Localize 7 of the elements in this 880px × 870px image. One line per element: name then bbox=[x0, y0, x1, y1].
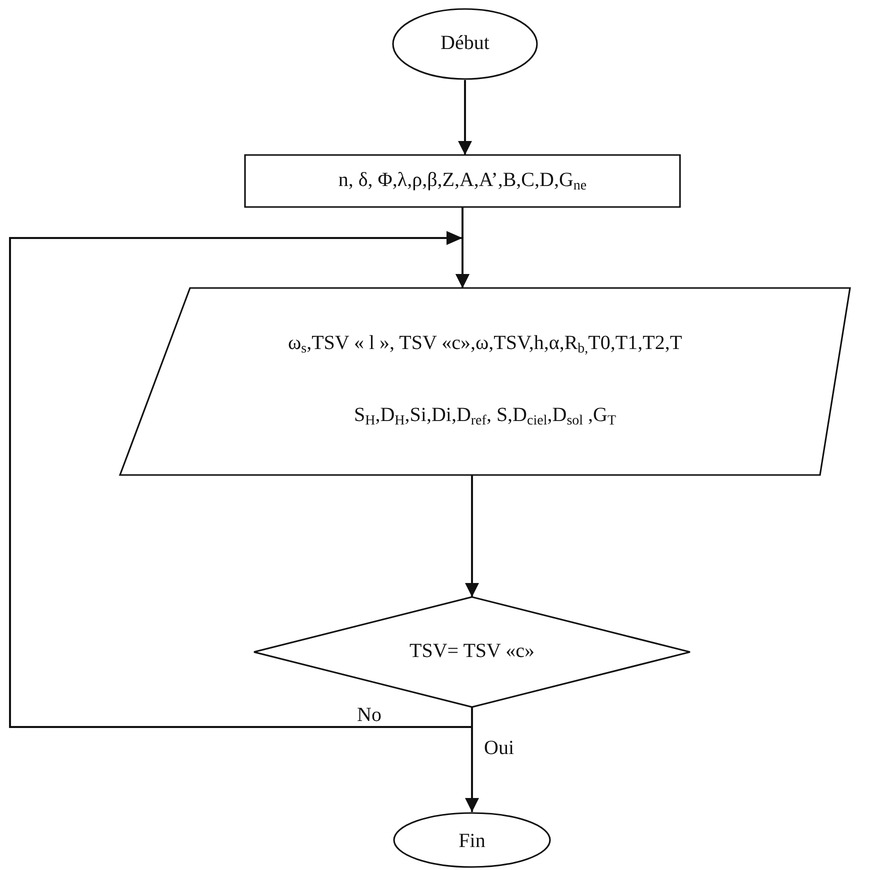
node-text: Début bbox=[440, 32, 490, 55]
node-text: S$_{H}$,D$_{H}$,Si,Di,D$_{ref}$, S,D$_{ciel}$,D$_{sol}$ ,G$_{T}$ bbox=[352, 404, 618, 430]
node-text: ω$_{s}$,TSV « l », TSV «c»,ω,TSV,h,α,R$_{b,}$T0,T1,T2,T bbox=[286, 332, 684, 358]
edge-label: Oui bbox=[484, 738, 514, 758]
node-text: n, δ, Φ,λ,ρ,β,Z,A,A’,B,C,D,G$_{ne}$ bbox=[337, 169, 588, 194]
node-text: TSV= TSV «c» bbox=[408, 640, 536, 663]
node-text: Fin bbox=[458, 830, 486, 853]
